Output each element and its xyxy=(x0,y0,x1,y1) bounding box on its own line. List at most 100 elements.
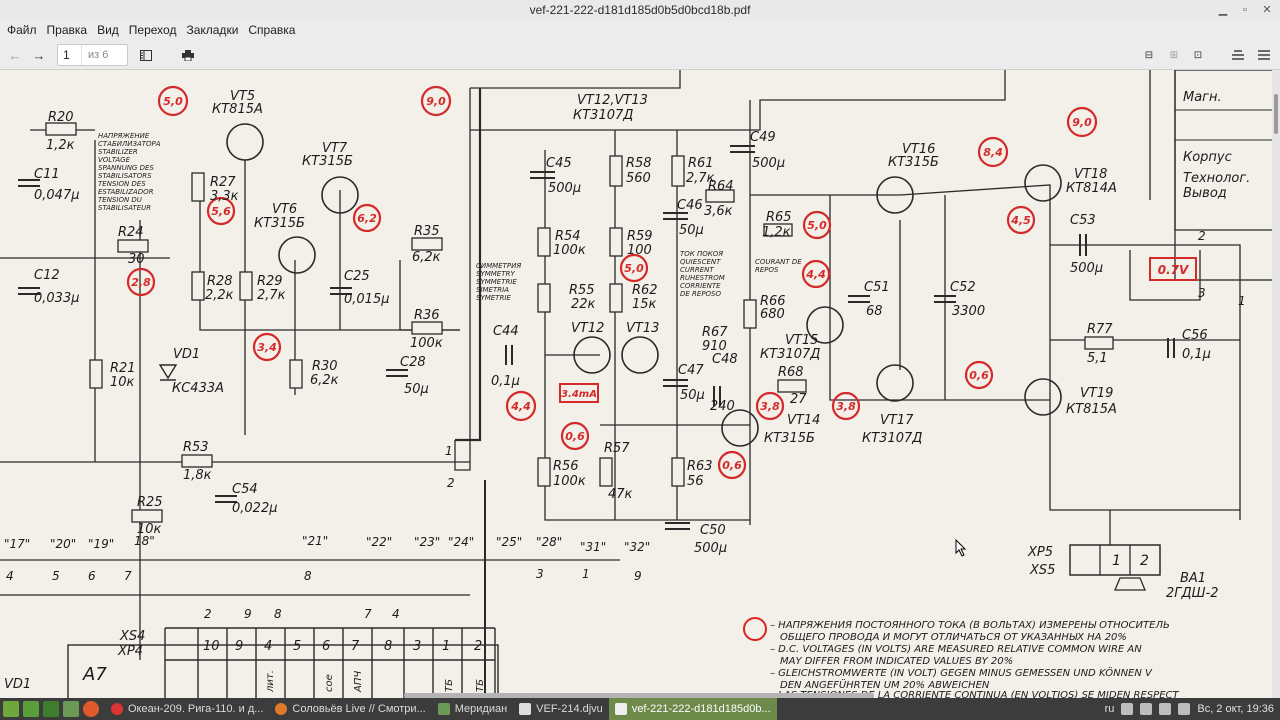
resistor-value: 100 xyxy=(627,243,652,258)
task-vef214[interactable]: VEF-214.djvu xyxy=(513,698,609,720)
capacitor-value: 500µ xyxy=(752,156,785,171)
resistor-name: R25 xyxy=(137,495,163,510)
transistor-name: VT18 xyxy=(1074,167,1107,182)
pin-number: 7 xyxy=(364,607,372,621)
zoom-in-icon[interactable]: ⊞ xyxy=(1169,49,1179,61)
a7-pin: 5 xyxy=(293,639,301,654)
transistor-name: VT7 xyxy=(322,141,348,156)
horizontal-scrollbar[interactable] xyxy=(404,693,874,698)
clock[interactable]: Вс, 2 окт, 19:36 xyxy=(1197,703,1274,715)
voltage-label: 4,4 xyxy=(510,400,531,413)
task-vef221[interactable]: vef-221-222-d181d185d0b... xyxy=(608,698,777,720)
menu-help[interactable]: Справка xyxy=(248,23,296,37)
capacitor-name: C11 xyxy=(34,167,60,182)
menu-edit[interactable]: Правка xyxy=(46,23,88,37)
resistor-value: 5,1 xyxy=(1087,351,1108,366)
resistor-value: 1,2к xyxy=(762,225,791,240)
capacitor-name: C46 xyxy=(677,198,703,213)
vertical-scroll-thumb[interactable] xyxy=(1274,94,1278,134)
quiescent-note-line: CORRIENTE xyxy=(680,282,721,290)
resistor-value: 27 xyxy=(790,392,807,407)
transistor-name: VT15 xyxy=(785,333,818,348)
connector-label: XS5 xyxy=(1029,563,1055,578)
annotations-icon[interactable] xyxy=(1230,44,1246,66)
capacitor-name: C12 xyxy=(34,268,60,283)
menu-go[interactable]: Переход xyxy=(128,23,177,37)
page-current-input[interactable]: 1 xyxy=(58,45,82,65)
pin-number: 2 xyxy=(447,476,455,490)
a7-pin: 3 xyxy=(413,639,421,654)
resistor-value: 910 xyxy=(702,339,727,354)
a7-column-label: лит. xyxy=(265,670,276,693)
vertical-scrollbar[interactable] xyxy=(1272,70,1280,698)
firefox-icon[interactable] xyxy=(83,701,99,717)
a7-pin: 1 xyxy=(442,639,450,654)
page-number-field[interactable]: 1 из 6 xyxy=(57,44,128,66)
keyboard-layout[interactable]: ru xyxy=(1104,703,1115,715)
task-soloviev[interactable]: Соловьёв Live // Смотри... xyxy=(269,698,431,720)
capacitor-value: 0,1µ xyxy=(1182,347,1211,362)
resistor-value: 30 xyxy=(128,252,145,267)
back-arrow-icon[interactable]: ← xyxy=(8,47,22,63)
minimize-icon[interactable]: ▁ xyxy=(1218,4,1228,16)
note-line: MAY DIFFER FROM INDICATED VALUES BY 20% xyxy=(780,656,1013,667)
zoom-out-icon[interactable]: ⊟ xyxy=(1144,49,1154,61)
transistor-type: КТ815А xyxy=(1066,402,1117,417)
volume-icon[interactable] xyxy=(1159,703,1172,715)
browser-icon xyxy=(275,703,288,715)
menu-bookmarks[interactable]: Закладки xyxy=(186,23,239,37)
transistor-type: КТ3107Д xyxy=(760,347,820,362)
network-icon[interactable] xyxy=(1140,703,1153,715)
resistor-name: R35 xyxy=(414,224,440,239)
sym-note-line: СИММЕТРИЯ xyxy=(476,262,521,270)
sym-note-line: SYMMETRIE xyxy=(476,278,517,286)
maximize-icon[interactable]: ▫ xyxy=(1243,4,1247,16)
pin-quote-label: "31" xyxy=(580,540,606,554)
task-okean[interactable]: Океан-209. Рига-110. и д... xyxy=(105,698,269,720)
battery-icon[interactable] xyxy=(1178,703,1191,715)
sidebar-toggle-icon[interactable] xyxy=(136,44,156,66)
voltage-label: 8,4 xyxy=(983,146,1003,159)
forward-arrow-icon[interactable]: → xyxy=(32,47,46,63)
note-line: – LAS TENSIONES DE LA CORRIENTE CONTINUA… xyxy=(770,690,1180,698)
menu-file[interactable]: Файл xyxy=(7,23,37,37)
document-icon xyxy=(614,703,627,715)
diode-name: VD1 xyxy=(173,347,200,362)
transistor-name: VT14 xyxy=(787,413,820,428)
stab-note-line: СТАБИЛИЗАТОРА xyxy=(98,140,161,148)
pin-quote-label: "17" xyxy=(4,537,30,551)
stab-note-line: TENSION DU xyxy=(98,196,142,204)
capacitor-value: 50µ xyxy=(680,388,705,403)
show-desktop-icon[interactable] xyxy=(23,701,39,717)
quiescent-note-line: ТОК ПОКОЯ xyxy=(680,250,723,258)
mint-menu-icon[interactable] xyxy=(3,701,19,717)
task-meridian[interactable]: Меридиан xyxy=(432,698,513,720)
capacitor-name: C47 xyxy=(678,363,704,378)
a7-pin: 6 xyxy=(322,639,330,654)
document-viewer[interactable]: 5,0 9,0 5,6 6,2 2,8 3,4 4,4 0,6 5,0 4,4 … xyxy=(0,70,1272,698)
sym-note-line: SYMMETRY xyxy=(476,270,515,278)
resistor-value: 100к xyxy=(553,474,586,489)
close-icon[interactable]: ✕ xyxy=(1262,4,1272,16)
pin-number: 5 xyxy=(52,569,60,583)
legend-marker-circle xyxy=(743,617,767,641)
capacitor-name: C53 xyxy=(1070,213,1096,228)
a7-pin: 10 xyxy=(203,639,220,654)
files-icon[interactable] xyxy=(63,701,79,717)
terminal-icon[interactable] xyxy=(43,701,59,717)
transistor-name: VT19 xyxy=(1080,386,1113,401)
task-label: Меридиан xyxy=(454,703,508,715)
shield-icon[interactable] xyxy=(1121,703,1134,715)
schematic-page: 5,0 9,0 5,6 6,2 2,8 3,4 4,4 0,6 5,0 4,4 … xyxy=(0,70,1272,698)
capacitor-value: 0,033µ xyxy=(34,291,80,306)
capacitor-value: 500µ xyxy=(694,541,727,556)
capacitor-value: 0,022µ xyxy=(232,501,278,516)
resistor-value: 2,7к xyxy=(686,171,715,186)
voltage-label: 4,4 xyxy=(805,268,826,281)
hamburger-menu-icon[interactable] xyxy=(1256,44,1272,66)
fit-page-icon[interactable]: ⊡ xyxy=(1193,49,1203,61)
pin-number: 9 xyxy=(634,569,642,583)
a7-pin: 9 xyxy=(235,639,243,654)
menu-view[interactable]: Вид xyxy=(97,23,119,37)
print-icon[interactable] xyxy=(178,44,198,66)
